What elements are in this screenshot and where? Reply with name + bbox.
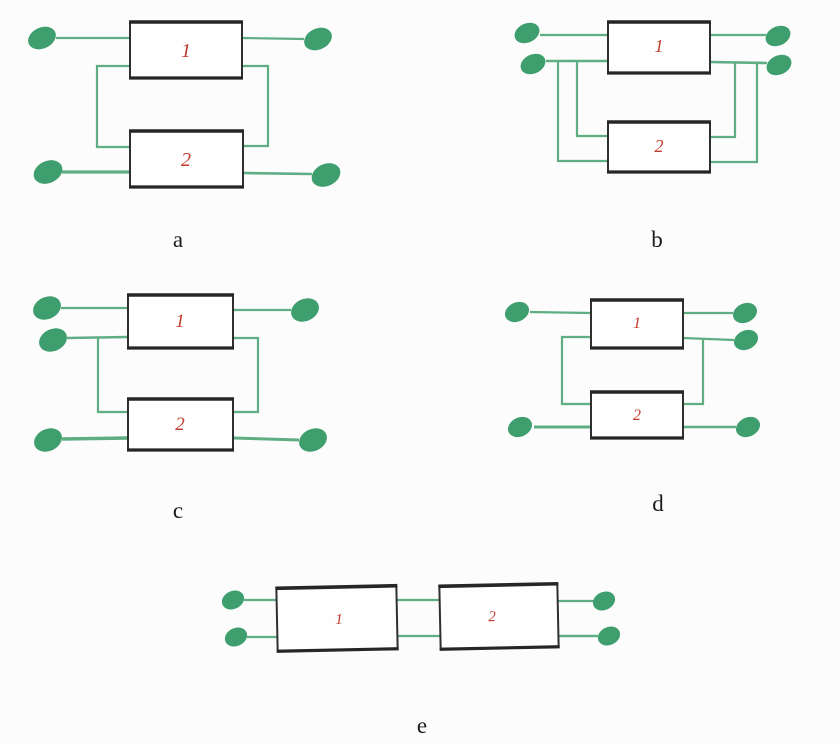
wire: [709, 60, 768, 65]
wire: [95, 64, 130, 149]
box-number: 1: [181, 40, 191, 62]
electrode-icon: [507, 416, 533, 438]
wire: [575, 61, 608, 138]
box-bottom-edge: [276, 647, 399, 653]
electrode-icon: [733, 329, 759, 351]
electrode-icon: [33, 296, 61, 320]
wire: [683, 338, 705, 406]
electrode-icon: [28, 26, 56, 50]
electrode-icon: [33, 160, 63, 184]
diagram-label-d: d: [652, 491, 664, 516]
box-number: 2: [181, 149, 191, 171]
box-number: 1: [335, 612, 343, 628]
electrode-icon: [765, 25, 791, 47]
electrode-icon: [221, 590, 245, 610]
box-2: 2: [127, 397, 234, 452]
wire: [242, 171, 313, 176]
electrode-icon: [311, 163, 341, 187]
wire: [232, 436, 300, 442]
box-top-edge: [438, 581, 559, 589]
electrode-icon: [224, 627, 248, 647]
box-number: 1: [175, 311, 185, 332]
box-2: 2: [129, 129, 244, 189]
diagram-label-b: b: [651, 227, 663, 252]
box-outline: [607, 121, 711, 173]
wire: [529, 310, 592, 315]
box-number: 2: [655, 136, 664, 156]
box-number: 2: [488, 609, 496, 625]
box-outline: [127, 294, 234, 349]
electrode-icon: [597, 626, 621, 646]
box-bottom-edge: [439, 645, 560, 651]
box-outline: [127, 398, 234, 451]
electrode-icon: [735, 416, 761, 438]
electrode-icon: [766, 54, 792, 76]
diagram-c: 1 2 c: [33, 293, 327, 523]
box-1: 1: [590, 298, 684, 350]
box-number: 2: [175, 414, 185, 435]
electrode-icon: [299, 428, 327, 452]
electrode-icon: [732, 302, 758, 324]
diagram-label-a: a: [173, 227, 183, 252]
diagram-a: 1 2 a: [28, 20, 341, 252]
diagram-label-c: c: [173, 498, 183, 523]
box-top-edge: [275, 583, 398, 591]
diagram-label-e: e: [417, 713, 427, 738]
wire: [560, 335, 591, 406]
diagram-b: 1 2 b: [514, 20, 792, 252]
wire: [61, 436, 129, 441]
box-number: 1: [655, 36, 664, 56]
electrode-icon: [520, 53, 546, 75]
wire: [241, 36, 305, 41]
electrode-icon: [291, 298, 319, 322]
electrode-icon: [514, 22, 540, 44]
wire: [96, 338, 128, 414]
wire: [66, 335, 129, 340]
wire: [556, 61, 608, 163]
box-outline: [438, 582, 560, 651]
box-1: 1: [607, 20, 711, 75]
box-2: 2: [438, 581, 560, 651]
electrode-icon: [592, 591, 616, 611]
diagram-e: 1 2 e: [221, 581, 621, 738]
diagram-d: 1 2 d: [504, 298, 761, 516]
box-1: 1: [275, 583, 399, 653]
box-number: 2: [633, 407, 641, 424]
wire: [710, 62, 737, 139]
wire: [710, 62, 759, 164]
electrode-icon: [504, 301, 530, 323]
box-2: 2: [590, 390, 684, 440]
electrode-icon: [39, 328, 67, 352]
electrode-icon: [34, 428, 62, 452]
electrode-icon: [304, 27, 332, 51]
box-1: 1: [127, 293, 234, 350]
wire: [242, 64, 270, 148]
wire: [682, 336, 735, 342]
box-1: 1: [129, 20, 243, 80]
wire: [233, 336, 260, 414]
box-number: 1: [633, 315, 641, 332]
box-2: 2: [607, 120, 711, 174]
